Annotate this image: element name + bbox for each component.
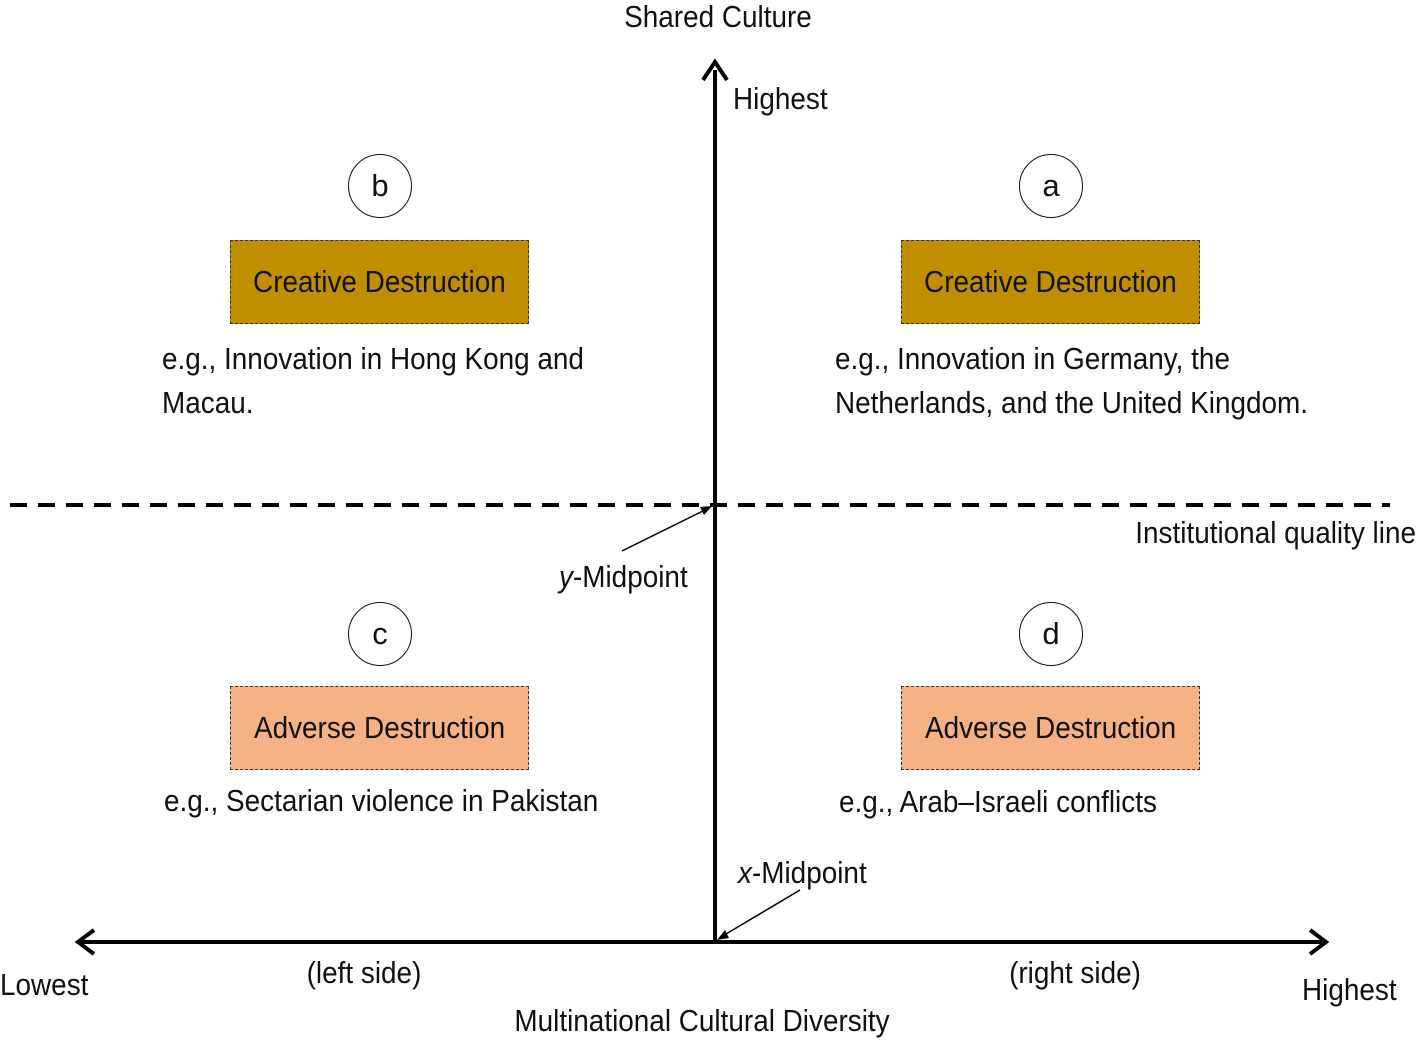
y-axis-highest-label: Highest [733,81,828,116]
y-variable: y [559,559,573,594]
x-axis-highest-label: Highest [1302,972,1397,1007]
quadrant-a-box: Creative Destruction [901,240,1200,324]
quadrant-b-example-line1: e.g., Innovation in Hong Kong and [162,341,584,376]
quadrant-d-example: e.g., Arab–Israeli conflicts [839,784,1157,819]
quadrant-b-box: Creative Destruction [230,240,529,324]
quadrant-b-example-line2: Macau. [162,385,254,420]
quadrant-a-marker: a [1019,154,1083,218]
institutional-quality-label: Institutional quality line [1135,515,1416,550]
y-midpoint-pointer [621,507,710,552]
x-midpoint-pointer [720,889,801,938]
x-midpoint-label: x-Midpoint [738,854,867,891]
x-axis-right-arrowhead [1308,928,1330,956]
x-axis-right-side-label: (right side) [1009,955,1141,990]
quadrant-d-marker: d [1019,602,1083,666]
y-axis-arrowhead [701,58,729,82]
quadrant-d-box: Adverse Destruction [901,686,1200,770]
quadrant-a-example-line2: Netherlands, and the United Kingdom. [835,385,1309,420]
quadrant-b-marker: b [348,154,412,218]
x-axis-title: Multinational Cultural Diversity [514,1003,890,1038]
y-midpoint-text: -Midpoint [572,559,688,594]
quadrant-a-example-line1: e.g., Innovation in Germany, the [835,341,1230,376]
quadrant-a-label: Creative Destruction [924,264,1177,299]
quadrant-c-example: e.g., Sectarian violence in Pakistan [164,783,599,818]
y-midpoint-label: y-Midpoint [559,558,688,595]
x-axis-left-arrowhead [74,928,96,956]
quadrant-c-label: Adverse Destruction [253,710,506,745]
y-midpoint-pointer-head [700,506,712,515]
x-axis-left-side-label: (left side) [306,955,422,990]
x-midpoint-pointer-head [717,930,729,940]
quadrant-d-label: Adverse Destruction [924,710,1177,745]
x-variable: x [738,855,752,890]
quadrant-c-marker: c [348,602,412,666]
y-axis-title: Shared Culture [624,0,812,34]
x-midpoint-text: -Midpoint [751,855,867,890]
quadrant-c-box: Adverse Destruction [230,686,529,770]
x-axis-lowest-label: Lowest [0,967,89,1002]
quadrant-b-label: Creative Destruction [253,264,506,299]
